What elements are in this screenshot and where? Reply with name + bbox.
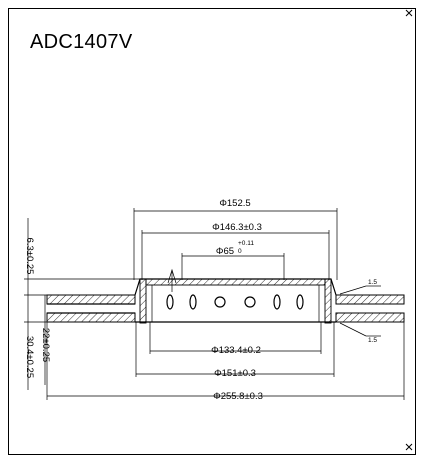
dim-65: Φ65 [216, 246, 234, 257]
dim-65-tol-lower: 0 [238, 248, 242, 255]
dimension-lines-bottom [46, 322, 405, 400]
dim-thickness-30-4: 30.4±0.25 [24, 336, 35, 378]
friction-ring-left [46, 294, 136, 323]
dim-thickness-6-3: 6.3±0.25 [24, 238, 35, 275]
corner-mark-icon [405, 9, 413, 17]
friction-ring-right [335, 294, 405, 323]
part-number-title: ADC1407V [30, 31, 133, 53]
dimension-lines-left [24, 218, 140, 390]
dim-152-5: Φ152.5 [219, 198, 250, 209]
drawing-frame [8, 8, 416, 455]
dim-151: Φ151±0.3 [214, 368, 256, 379]
bolt-holes [166, 294, 304, 310]
dim-65-tol-upper: +0.11 [238, 240, 254, 247]
hub-hat-section [134, 278, 337, 324]
dim-255-8: Φ255.8±0.3 [213, 391, 263, 402]
dim-thickness-22: 22±0.25 [40, 328, 51, 362]
dim-146-3: Φ146.3±0.3 [212, 222, 262, 233]
runout-bottom-value: 1.5 [368, 337, 377, 344]
dim-133-4: Φ133.4±0.2 [211, 345, 261, 356]
corner-mark-icon [405, 443, 413, 451]
runout-marks [339, 285, 381, 337]
runout-top-value: 1.5 [368, 279, 377, 286]
dimension-lines-top [133, 208, 338, 292]
